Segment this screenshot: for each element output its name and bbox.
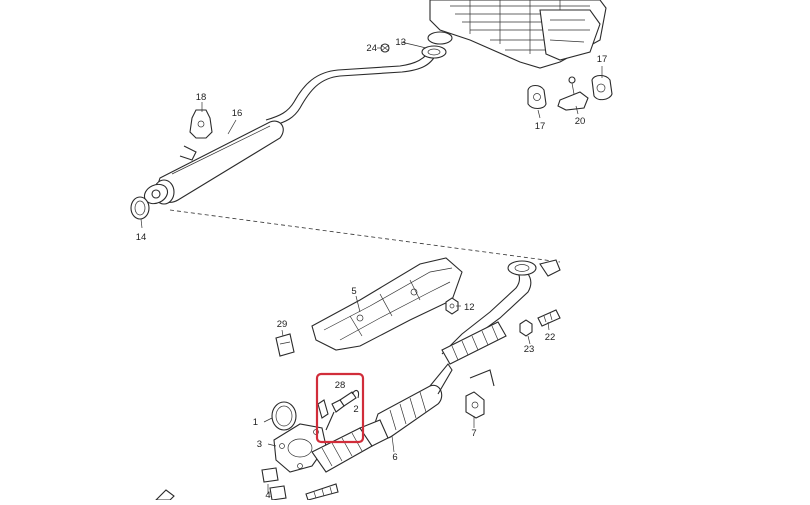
clip-29: [275, 333, 295, 357]
bolt-24: [380, 43, 390, 53]
reference-dashed-line: [169, 209, 561, 263]
callout-22: 22: [545, 332, 556, 343]
highlight-box-part-28: [315, 372, 365, 444]
hanger-17-left: [527, 84, 547, 110]
bracket-20: [557, 76, 589, 111]
hanger-7: [465, 391, 485, 419]
leader-lines: [140, 41, 603, 494]
callout-3: 3: [257, 439, 262, 450]
bolt-22: [537, 309, 561, 327]
callout-29: 29: [277, 319, 288, 330]
nut-23: [519, 319, 533, 337]
callout-7: 7: [471, 428, 476, 439]
callout-14: 14: [136, 232, 147, 243]
callout-4: 4: [265, 490, 270, 500]
callout-17-right: 17: [597, 54, 608, 65]
callout-24: 24: [366, 43, 377, 54]
callout-16: 16: [232, 108, 243, 119]
callout-1: 1: [253, 417, 258, 428]
partial-bracket: [154, 489, 175, 501]
callout-18: 18: [196, 92, 207, 103]
callout-28: 28: [335, 380, 346, 391]
callout-12: 12: [464, 302, 475, 313]
callout-17-left: 17: [535, 121, 546, 132]
gasket-1: [271, 401, 297, 431]
hanger-18: [189, 109, 213, 139]
oxygen-sensor-28: [317, 389, 360, 431]
callout-20: 20: [575, 116, 586, 127]
center-pipe-resonator: [143, 45, 439, 205]
manifold-flange-3: [273, 423, 327, 473]
heat-shield-5: [311, 257, 463, 351]
stud-bolts-4: [261, 467, 339, 501]
callout-6: 6: [392, 452, 397, 463]
rear-muffler: [427, 0, 607, 69]
callout-2: 2: [353, 404, 358, 415]
gasket-13: [421, 45, 447, 59]
callout-5: 5: [351, 286, 356, 297]
flex-pipe: [311, 419, 389, 473]
gasket-14: [130, 196, 150, 220]
callout-23: 23: [524, 344, 535, 355]
hanger-17-right: [591, 74, 613, 101]
nut-12: [445, 297, 459, 315]
callout-13: 13: [395, 37, 406, 48]
